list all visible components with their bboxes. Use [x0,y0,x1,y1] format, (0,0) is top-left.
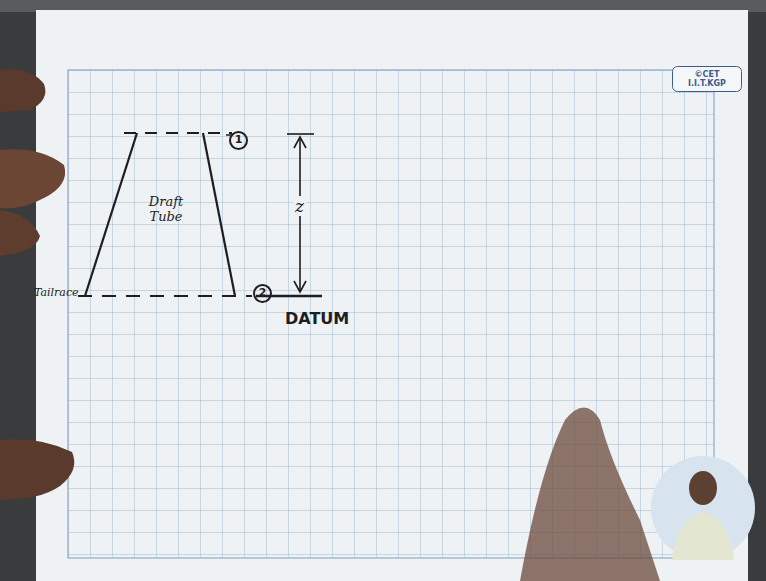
callout-number: 2 [259,287,267,300]
section-callout: 2 [253,284,272,303]
callout-number: 1 [235,134,243,147]
tailrace-label: Tailrace [34,286,79,299]
logo-text: ©CET I.I.T.KGP [676,70,738,88]
part-name: Draft Tube [139,195,193,225]
datum-label: DATUM [285,309,349,328]
section-callout: 1 [229,131,248,150]
logo-box: ©CET I.I.T.KGP [672,66,742,92]
draft-tube: Draft Tube [85,133,235,296]
dimension-label: z [293,196,306,216]
